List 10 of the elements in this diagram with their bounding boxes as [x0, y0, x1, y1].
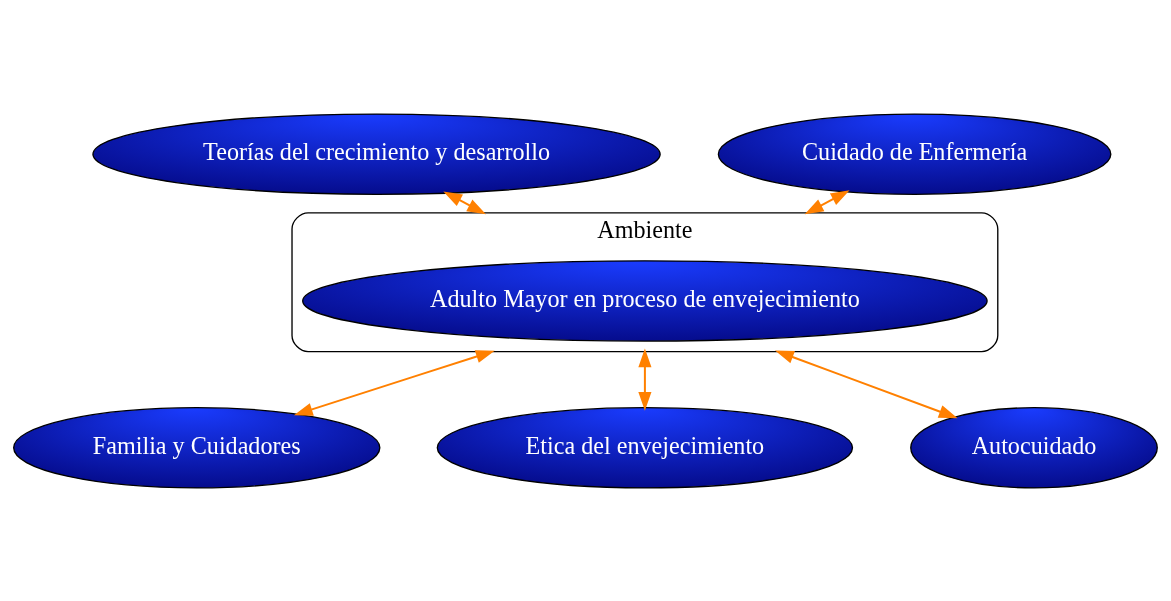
- arrow: [775, 350, 958, 418]
- arrow: [804, 189, 850, 214]
- node-ellipse: Teorías del crecimiento y desarrollo: [92, 112, 661, 195]
- node-ellipse: Etica del envejecimiento: [436, 406, 854, 489]
- node-ellipse: Cuidado de Enfermería: [717, 112, 1112, 195]
- node-ellipse: Familia y Cuidadores: [13, 406, 381, 489]
- arrow: [443, 190, 486, 214]
- node-ellipse: Adulto Mayor en proceso de envejecimiento: [302, 259, 988, 342]
- arrow: [293, 349, 495, 416]
- arrow: [638, 348, 652, 411]
